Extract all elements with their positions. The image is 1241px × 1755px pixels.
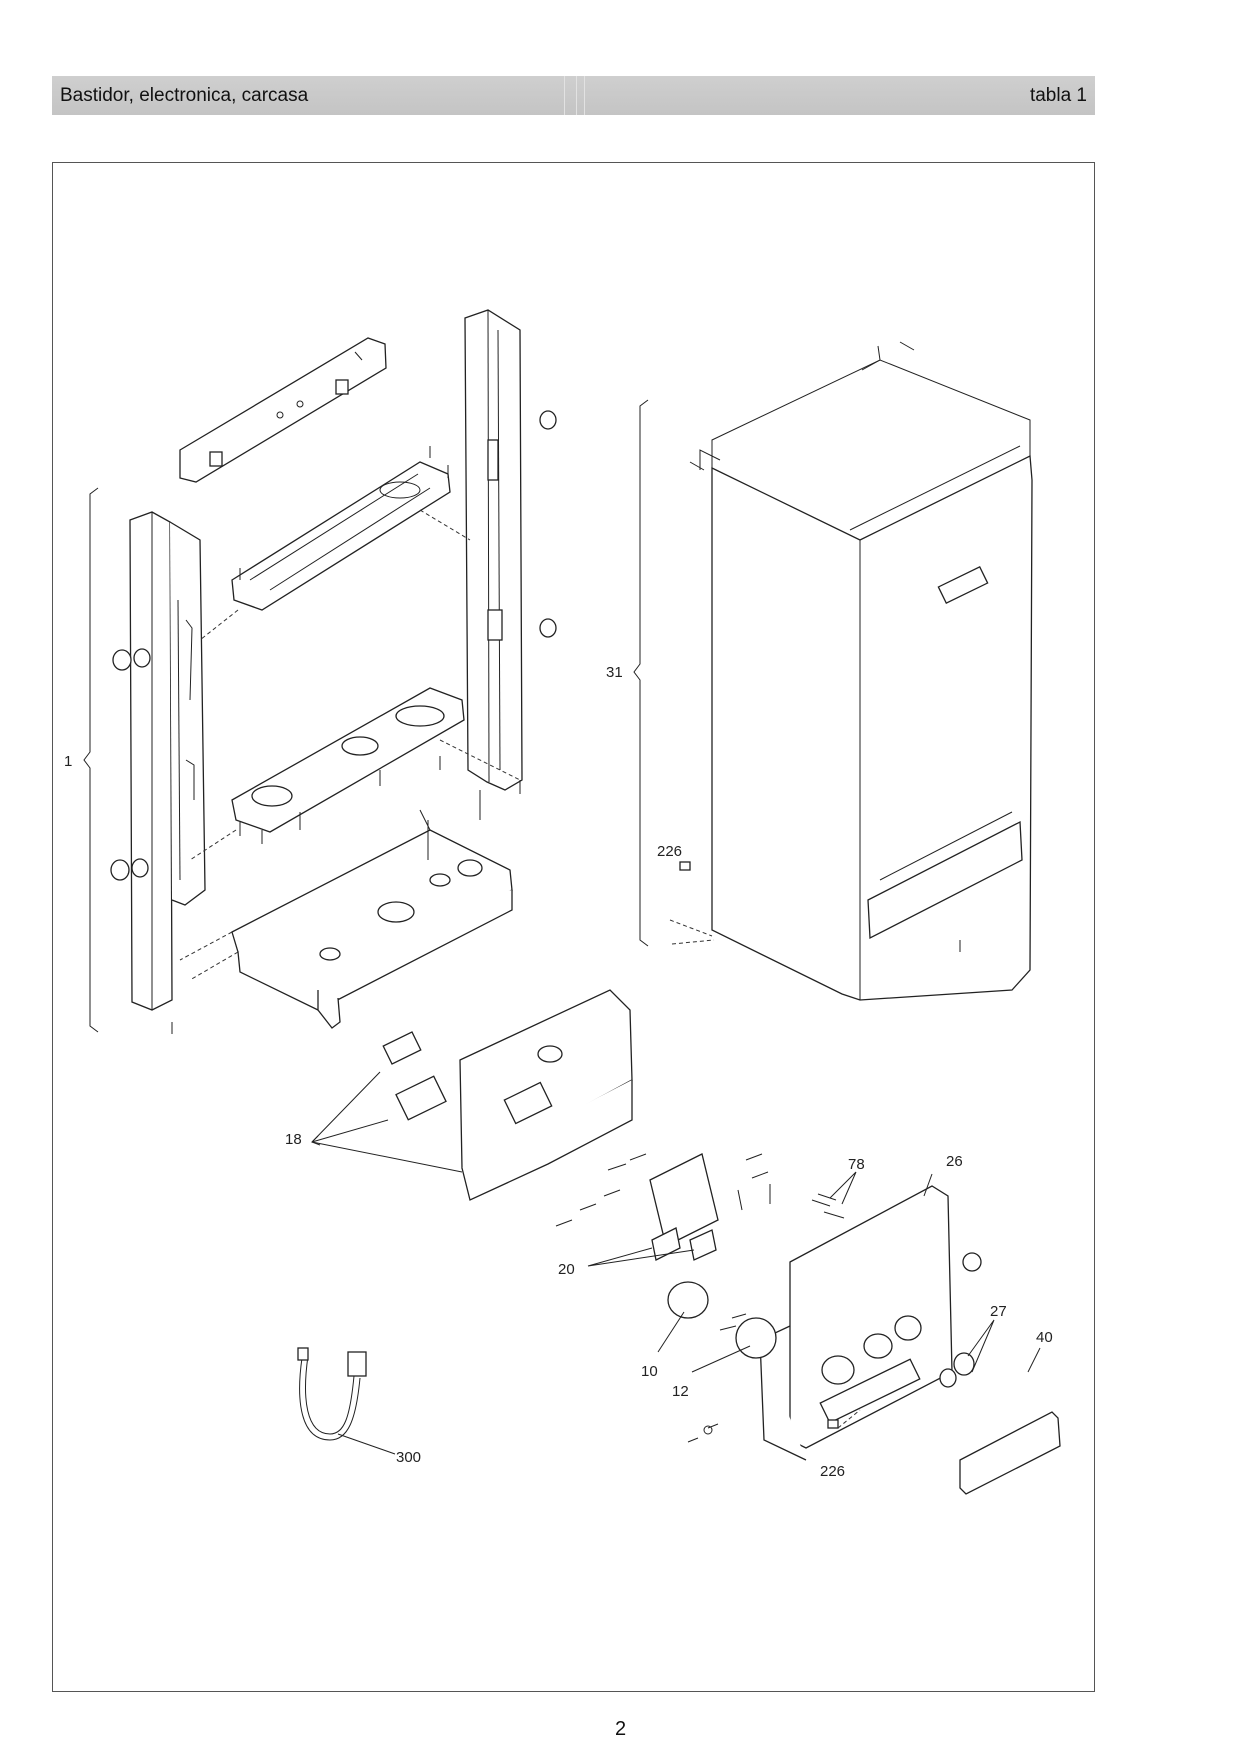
callout-18: 18 <box>285 1131 302 1148</box>
callout-300: 300 <box>396 1449 421 1466</box>
header-divider <box>564 76 565 115</box>
callout-27: 27 <box>990 1303 1007 1320</box>
control-panel-26 <box>759 1173 953 1461</box>
front-cover-40 <box>959 1347 1061 1495</box>
callout-26: 26 <box>946 1153 963 1170</box>
callout-12: 12 <box>672 1383 689 1400</box>
display-12 <box>691 1313 777 1373</box>
callout-10: 10 <box>641 1363 658 1380</box>
callout-40: 40 <box>1036 1329 1053 1346</box>
fixing-screws <box>555 1153 771 1227</box>
clip-226-bottom <box>827 1409 861 1429</box>
right-side-rail <box>464 309 557 791</box>
left-side-rail <box>110 511 206 1011</box>
front-casing <box>689 341 1033 1001</box>
header-divider <box>576 76 577 115</box>
electronic-board-20 <box>587 1153 719 1267</box>
header-bar: Bastidor, electronica, carcasa tabla 1 <box>52 76 1095 115</box>
cable-300 <box>297 1347 396 1455</box>
upper-cross-plate <box>199 446 471 641</box>
page-title: Bastidor, electronica, carcasa <box>60 85 309 106</box>
bracket-1 <box>83 487 99 1033</box>
callout-226-top: 226 <box>657 843 682 860</box>
clip-226-top <box>669 861 715 945</box>
diagram-frame <box>52 162 1095 1692</box>
terminal-block-18 <box>311 1031 463 1173</box>
table-label: tabla 1 <box>1029 85 1087 106</box>
callout-1: 1 <box>64 753 72 770</box>
loose-screws <box>171 940 961 1443</box>
pressure-gauge-10 <box>657 1281 709 1353</box>
header-divider <box>584 76 585 115</box>
page-number: 2 <box>614 1718 627 1740</box>
bracket-31 <box>633 399 649 947</box>
control-box-housing <box>459 989 633 1201</box>
callout-31: 31 <box>606 664 623 681</box>
bottom-chassis-tray <box>179 790 513 1029</box>
callout-226-bottom: 226 <box>820 1463 845 1480</box>
knobs-27 <box>939 1252 995 1388</box>
connector-78 <box>811 1171 857 1219</box>
callout-20: 20 <box>558 1261 575 1278</box>
lower-cross-plate <box>189 687 521 861</box>
wall-mounting-bar <box>179 337 387 483</box>
callout-78: 78 <box>848 1156 865 1173</box>
